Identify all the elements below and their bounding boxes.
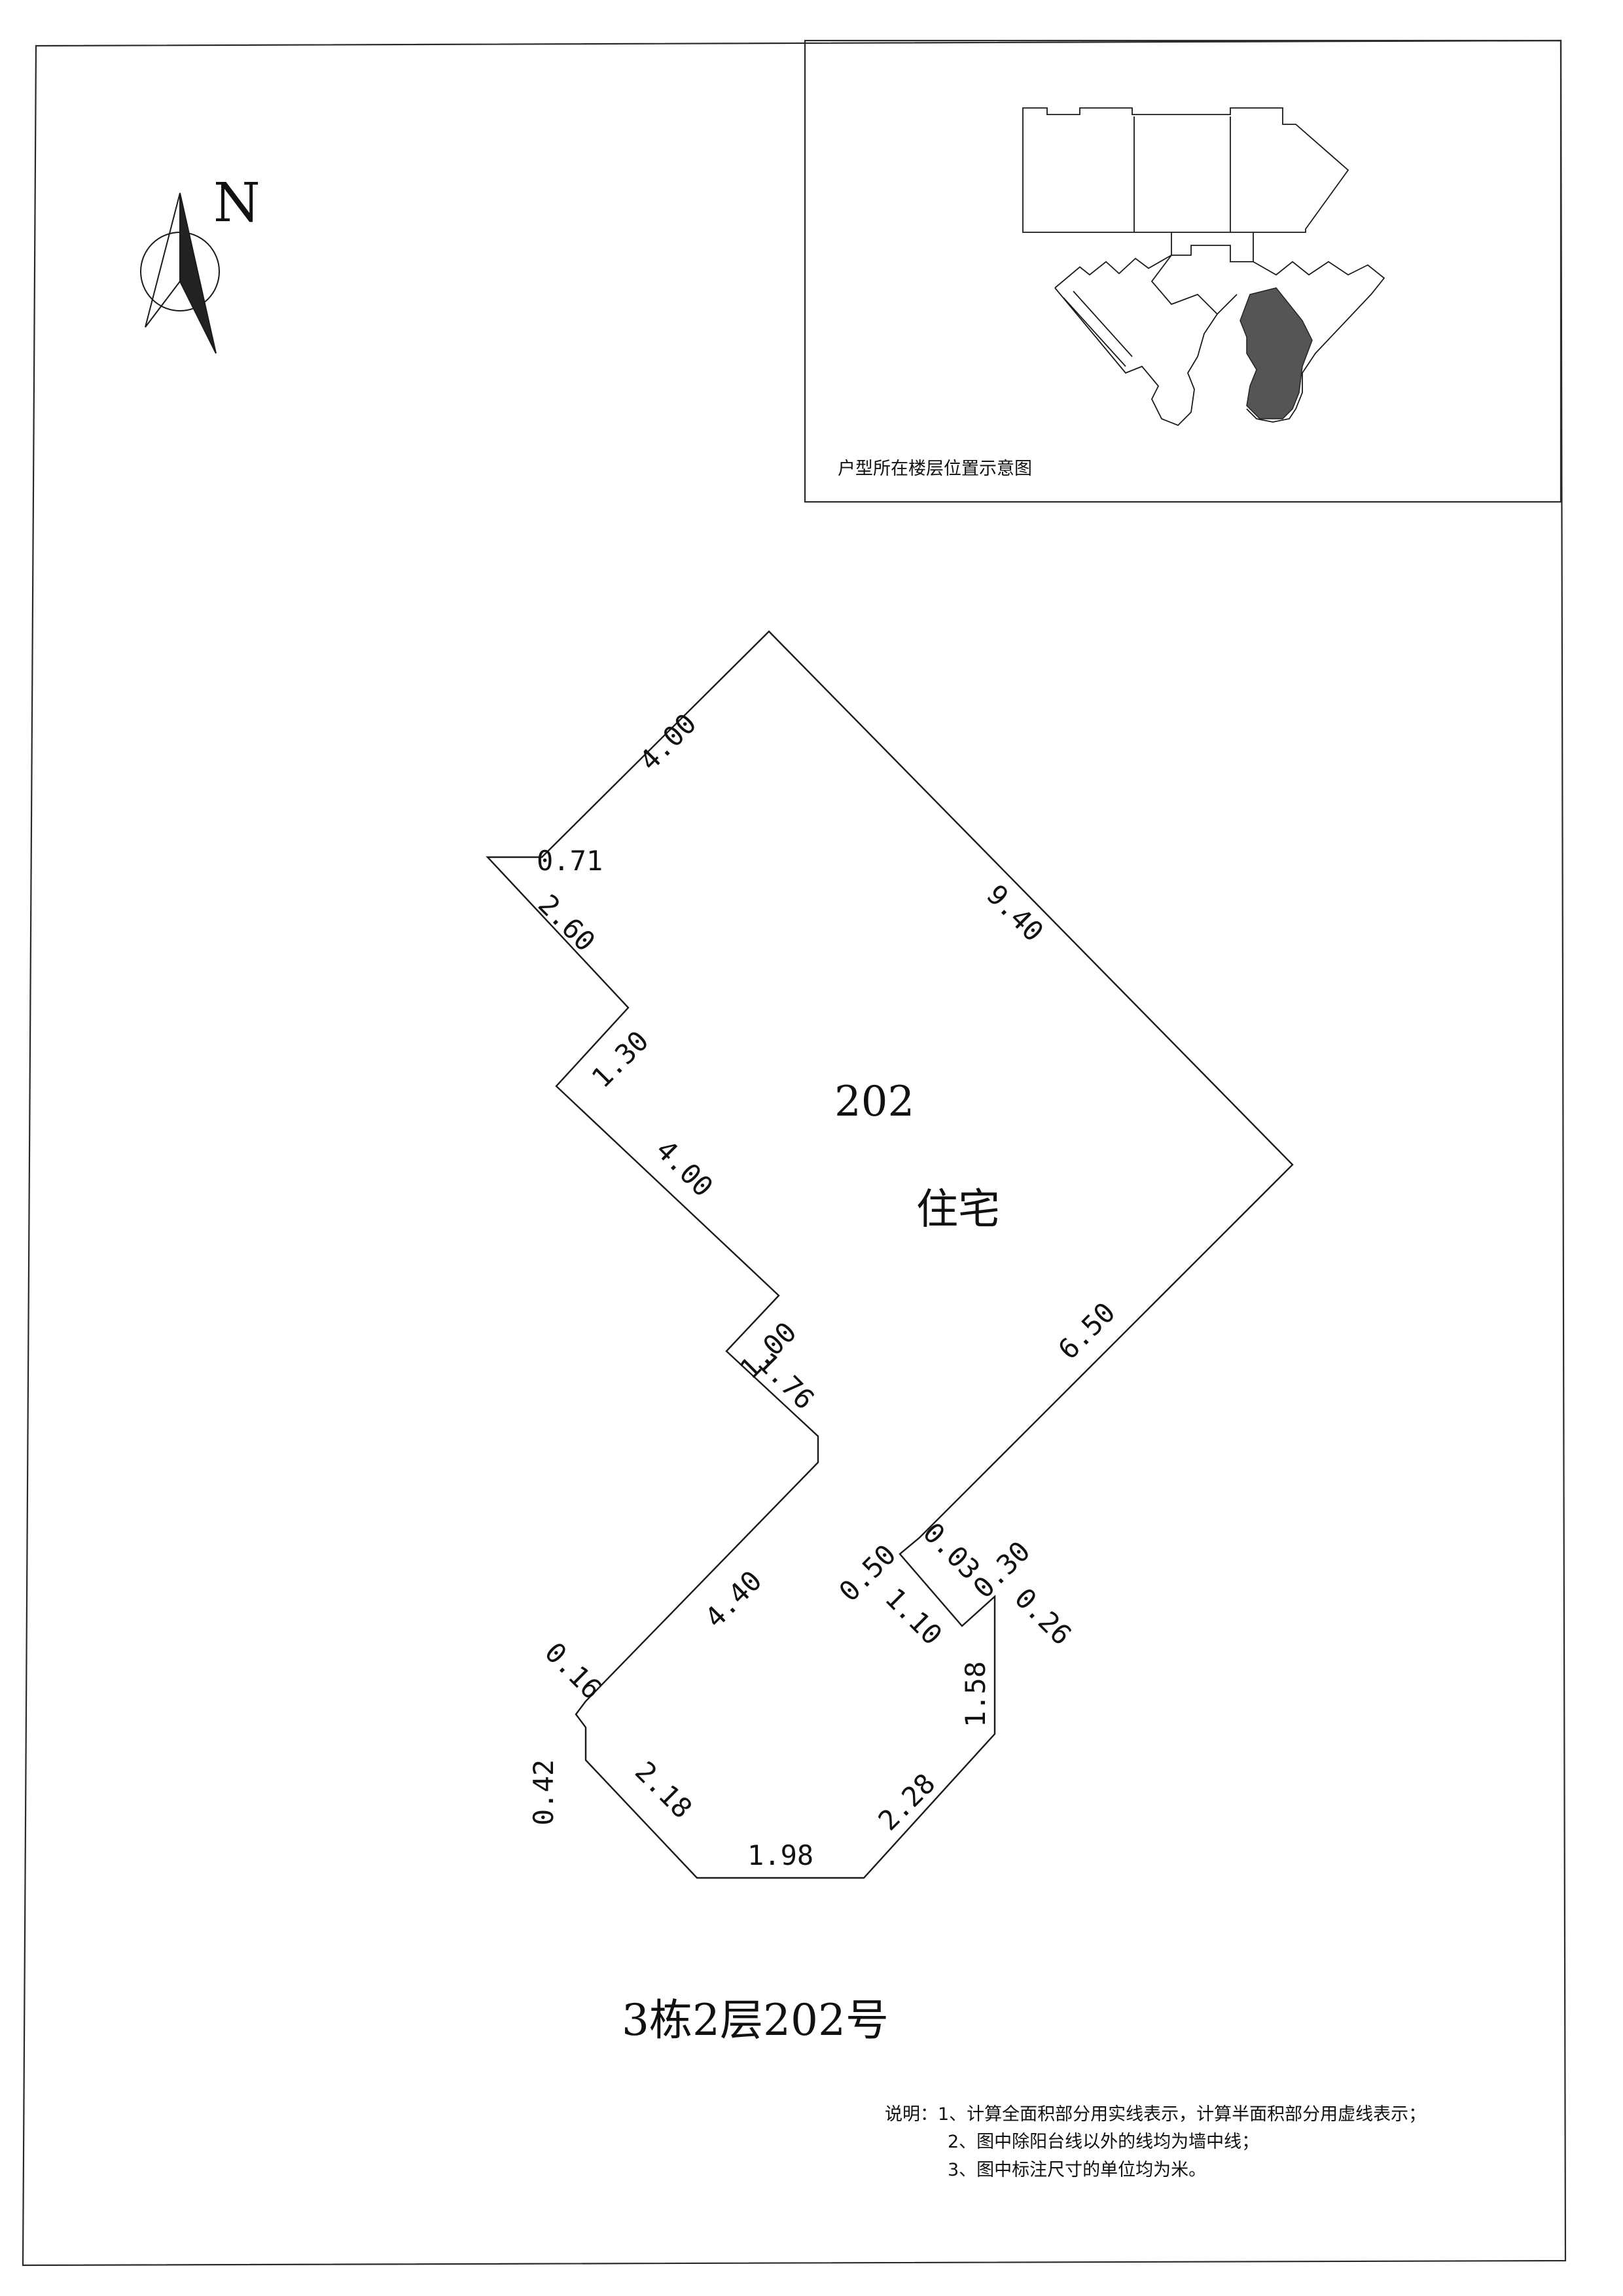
- location-map-caption: 户型所在楼层位置示意图: [838, 459, 1032, 479]
- dim-label: 0.16: [539, 1636, 608, 1705]
- location-map-box: [804, 39, 1562, 503]
- unit-use-label: 住宅: [916, 1186, 1000, 1234]
- page-title: 3栋2层202号: [622, 1995, 889, 2045]
- note-line-1: 说明：1、计算全面积部分用实线表示，计算半面积部分用虚线表示；: [885, 2104, 1426, 2125]
- unit-number: 202: [834, 1078, 914, 1126]
- highlighted-unit: [1240, 287, 1313, 419]
- north-arrow-icon: [140, 192, 220, 354]
- dim-label: 0.42: [527, 1759, 560, 1826]
- dim-label: 1.58: [959, 1661, 991, 1727]
- north-label: N: [213, 172, 260, 234]
- balcony-divider: [899, 1537, 920, 1555]
- dim-label: 4.00: [650, 1133, 719, 1203]
- dim-label: 1.30: [585, 1025, 654, 1094]
- dim-label: 4.00: [633, 707, 702, 777]
- note-line-3: 3、图中标注尺寸的单位均为米。: [948, 2160, 1206, 2180]
- dim-label: 2.28: [872, 1767, 941, 1837]
- dim-label: 0.71: [537, 845, 603, 877]
- building-outline: [1022, 107, 1385, 427]
- dim-label: 2.18: [629, 1755, 698, 1824]
- dim-label: 9.40: [980, 878, 1050, 947]
- dim-label: 1.10: [879, 1581, 948, 1651]
- dim-label: 1.98: [747, 1839, 813, 1871]
- dim-label: 0.26: [1008, 1581, 1078, 1651]
- dim-label: 6.50: [1052, 1296, 1121, 1366]
- note-line-2: 2、图中除阳台线以外的线均为墙中线；: [948, 2132, 1259, 2152]
- page-border: [22, 39, 1567, 2267]
- unit-outline: [486, 630, 1294, 1879]
- dim-label: 2.60: [532, 888, 601, 957]
